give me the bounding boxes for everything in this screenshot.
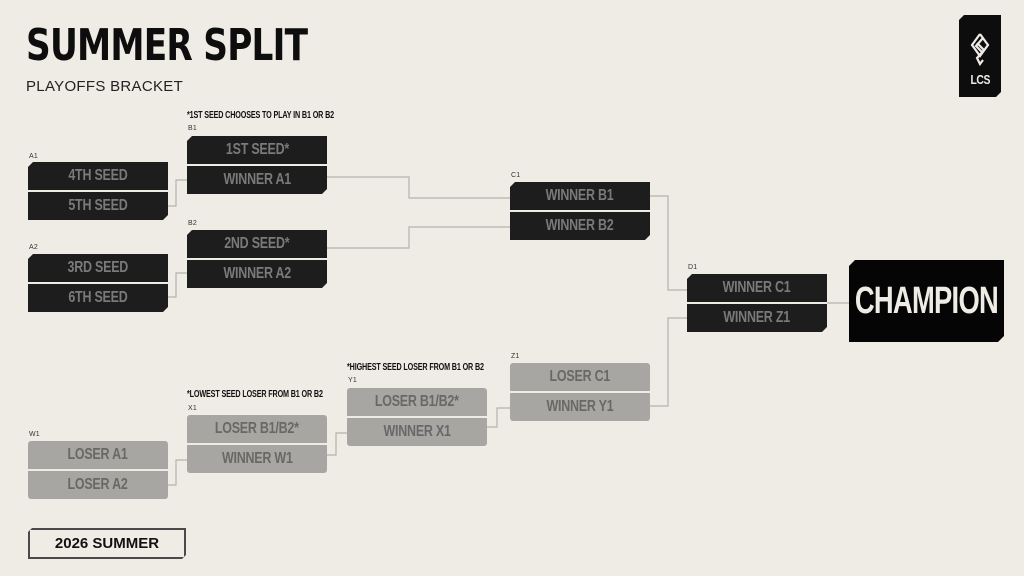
match-y1[interactable]: LOSER B1/B2* WINNER X1 — [347, 388, 487, 448]
match-x1[interactable]: LOSER B1/B2* WINNER W1 — [187, 415, 327, 475]
match-d1-bottom-slot[interactable]: WINNER Z1 — [687, 304, 827, 332]
match-label-a2: A2 — [29, 244, 38, 251]
match-c1-top-slot[interactable]: WINNER B1 — [510, 182, 650, 210]
match-a2-top-slot[interactable]: 3RD SEED — [28, 254, 168, 282]
match-b1-bottom-slot[interactable]: WINNER A1 — [187, 166, 327, 194]
match-a1[interactable]: 4TH SEED 5TH SEED — [28, 162, 168, 222]
match-b1-top-slot[interactable]: 1ST SEED* — [187, 136, 327, 164]
season-badge: 2026 SUMMER — [28, 528, 186, 559]
match-x1-top-slot[interactable]: LOSER B1/B2* — [187, 415, 327, 443]
y-seed-note: *HIGHEST SEED LOSER FROM B1 OR B2 — [347, 362, 484, 373]
match-label-c1: C1 — [511, 172, 521, 179]
champion-box: CHAMPION — [849, 260, 1004, 342]
match-label-z1: Z1 — [511, 353, 520, 360]
match-b2[interactable]: 2ND SEED* WINNER A2 — [187, 230, 327, 290]
b-seed-note: *1ST SEED CHOOSES TO PLAY IN B1 OR B2 — [187, 110, 334, 121]
match-label-b2: B2 — [188, 220, 197, 227]
page-subtitle: PLAYOFFS BRACKET — [26, 78, 184, 95]
match-a1-bottom-slot[interactable]: 5TH SEED — [28, 192, 168, 220]
match-label-y1: Y1 — [348, 377, 357, 384]
match-label-b1: B1 — [188, 125, 197, 132]
match-b1[interactable]: 1ST SEED* WINNER A1 — [187, 136, 327, 196]
match-b2-top-slot[interactable]: 2ND SEED* — [187, 230, 327, 258]
lcs-logo: LCS — [959, 15, 1001, 97]
page-title: SUMMER SPLIT — [26, 20, 308, 71]
x-seed-note: *LOWEST SEED LOSER FROM B1 OR B2 — [187, 389, 323, 400]
match-label-a1: A1 — [29, 153, 38, 160]
match-x1-bottom-slot[interactable]: WINNER W1 — [187, 445, 327, 473]
match-z1-top-slot[interactable]: LOSER C1 — [510, 363, 650, 391]
match-c1[interactable]: WINNER B1 WINNER B2 — [510, 182, 650, 242]
match-a2-bottom-slot[interactable]: 6TH SEED — [28, 284, 168, 312]
match-w1-bottom-slot[interactable]: LOSER A2 — [28, 471, 168, 499]
match-d1[interactable]: WINNER C1 WINNER Z1 — [687, 274, 827, 334]
match-a1-top-slot[interactable]: 4TH SEED — [28, 162, 168, 190]
match-c1-bottom-slot[interactable]: WINNER B2 — [510, 212, 650, 240]
lcs-logo-icon — [969, 32, 991, 66]
match-b2-bottom-slot[interactable]: WINNER A2 — [187, 260, 327, 288]
match-z1-bottom-slot[interactable]: WINNER Y1 — [510, 393, 650, 421]
match-z1[interactable]: LOSER C1 WINNER Y1 — [510, 363, 650, 423]
match-y1-top-slot[interactable]: LOSER B1/B2* — [347, 388, 487, 416]
champion-label: CHAMPION — [854, 279, 999, 322]
match-label-d1: D1 — [688, 264, 698, 271]
match-a2[interactable]: 3RD SEED 6TH SEED — [28, 254, 168, 314]
match-w1[interactable]: LOSER A1 LOSER A2 — [28, 441, 168, 501]
logo-text: LCS — [970, 72, 990, 87]
match-label-w1: W1 — [29, 431, 40, 438]
match-w1-top-slot[interactable]: LOSER A1 — [28, 441, 168, 469]
match-y1-bottom-slot[interactable]: WINNER X1 — [347, 418, 487, 446]
match-label-x1: X1 — [188, 405, 197, 412]
match-d1-top-slot[interactable]: WINNER C1 — [687, 274, 827, 302]
